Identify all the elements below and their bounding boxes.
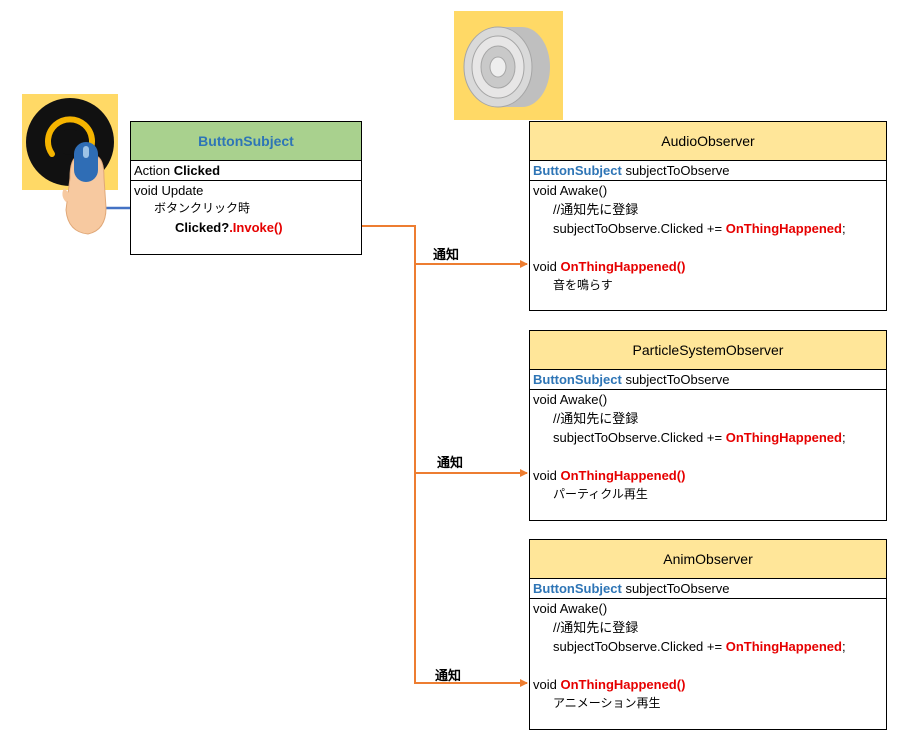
handler-action: 音を鳴らす — [553, 278, 613, 292]
field-name: subjectToObserve — [625, 372, 730, 387]
handler-action: パーティクル再生 — [553, 487, 648, 501]
field-type: ButtonSubject — [533, 372, 622, 387]
class-header: AnimObserver — [530, 540, 886, 579]
notify-label-audio: 通知 — [433, 247, 460, 262]
field-type: ButtonSubject — [533, 581, 622, 596]
field-name: subjectToObserve — [625, 581, 730, 596]
speaker-icon — [454, 11, 563, 120]
method-awake: void Awake() — [533, 601, 608, 616]
field-clicked: Action Clicked — [131, 161, 361, 181]
handler-action: アニメーション再生 — [553, 696, 661, 710]
class-title: ButtonSubject — [198, 133, 294, 149]
register-line: subjectToObserve.Clicked += OnThingHappe… — [553, 639, 846, 654]
field-name: subjectToObserve — [625, 163, 730, 178]
method-update: void Update — [134, 183, 204, 198]
register-comment: //通知先に登録 — [553, 411, 639, 426]
register-line: subjectToObserve.Clicked += OnThingHappe… — [553, 430, 846, 445]
field-name: Clicked — [173, 163, 221, 178]
field-type: ButtonSubject — [533, 163, 622, 178]
class-header: ButtonSubject — [131, 122, 361, 161]
method-awake: void Awake() — [533, 183, 608, 198]
notify-label-anim: 通知 — [435, 668, 462, 683]
register-comment: //通知先に登録 — [553, 202, 639, 217]
field-subject: ButtonSubject subjectToObserve — [530, 370, 886, 390]
hand-icon — [62, 142, 107, 235]
class-title: AnimObserver — [663, 551, 753, 567]
register-line: subjectToObserve.Clicked += OnThingHappe… — [553, 221, 846, 236]
field-subject: ButtonSubject subjectToObserve — [530, 579, 886, 599]
button-subject-class: ButtonSubject Action Clicked void Update… — [130, 121, 362, 255]
method-handler: void OnThingHappened() — [533, 468, 686, 483]
method-awake: void Awake() — [533, 392, 608, 407]
class-header: ParticleSystemObserver — [530, 331, 886, 370]
field-subject: ButtonSubject subjectToObserve — [530, 161, 886, 181]
register-comment: //通知先に登録 — [553, 620, 639, 635]
field-type: Action — [134, 163, 171, 178]
method-handler: void OnThingHappened() — [533, 259, 686, 274]
class-title: AudioObserver — [661, 133, 755, 149]
notify-trunk — [302, 225, 416, 684]
class-title: ParticleSystemObserver — [632, 342, 784, 358]
method-handler: void OnThingHappened() — [533, 677, 686, 692]
click-comment: ボタンクリック時 — [154, 201, 251, 215]
class-header: AudioObserver — [530, 122, 886, 161]
invoke-line: Clicked?.Invoke() — [175, 220, 283, 235]
notify-label-particle: 通知 — [437, 455, 464, 470]
button-press-icon — [22, 94, 118, 190]
